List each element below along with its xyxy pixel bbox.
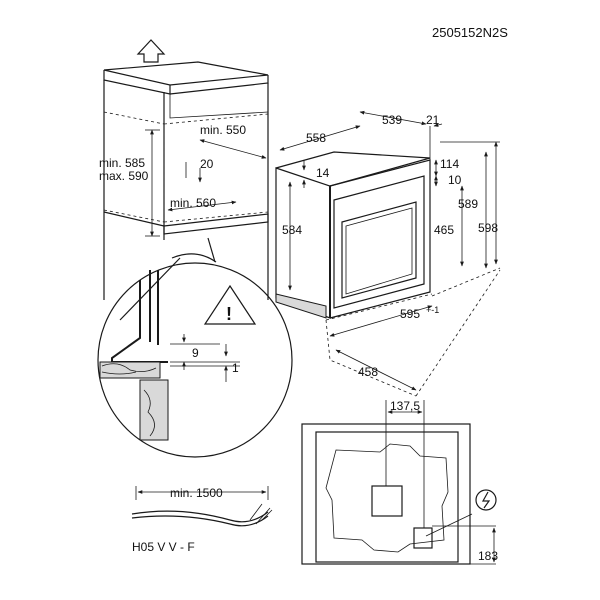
oven-depth-539-label: 539 (382, 113, 402, 127)
oven-width-558-label: 558 (306, 131, 326, 145)
up-arrow-icon (136, 39, 166, 63)
detail-magnifier: ! (97, 237, 293, 458)
power-symbol-icon (475, 489, 497, 511)
cable-type-label: H05 V V - F (132, 540, 195, 554)
oven-height-584-label: 584 (282, 223, 302, 237)
niche-height-max-label: max. 590 (99, 169, 149, 183)
oven-height-465-label: 465 (434, 223, 454, 237)
oven-height-114-label: 114 (440, 157, 459, 171)
oven-height-10-label: 10 (448, 173, 462, 187)
detail-gap-1-label: 1 (232, 361, 239, 375)
oven-height-589-label: 589 (458, 197, 478, 211)
niche-depth-label: min. 550 (200, 123, 246, 137)
oven-width-595-tolerance: +-1 (426, 305, 439, 315)
oven-depth-21-label: 21 (426, 113, 440, 127)
power-cable (131, 486, 273, 527)
oven-depth-458-label: 458 (358, 365, 378, 379)
cable-length-label: min. 1500 (170, 486, 223, 500)
back-offset-137-label: 137,5 (390, 399, 420, 413)
oven-height-598-label: 598 (478, 221, 498, 235)
oven-back-view (301, 400, 497, 565)
oven-height-14-label: 14 (316, 166, 330, 180)
cabinet-niche (103, 39, 269, 300)
warning-exclamation: ! (226, 304, 232, 324)
warning-icon (203, 284, 257, 325)
niche-width-label: min. 560 (170, 196, 216, 210)
niche-gap-label: 20 (200, 157, 214, 171)
detail-gap-9-label: 9 (192, 346, 199, 360)
oven-width-595-label: 595 (400, 307, 420, 321)
oven-body (275, 110, 501, 397)
document-code: 2505152N2S (432, 25, 508, 40)
back-height-183-label: 183 (478, 549, 498, 563)
niche-height-min-label: min. 585 (99, 156, 145, 170)
